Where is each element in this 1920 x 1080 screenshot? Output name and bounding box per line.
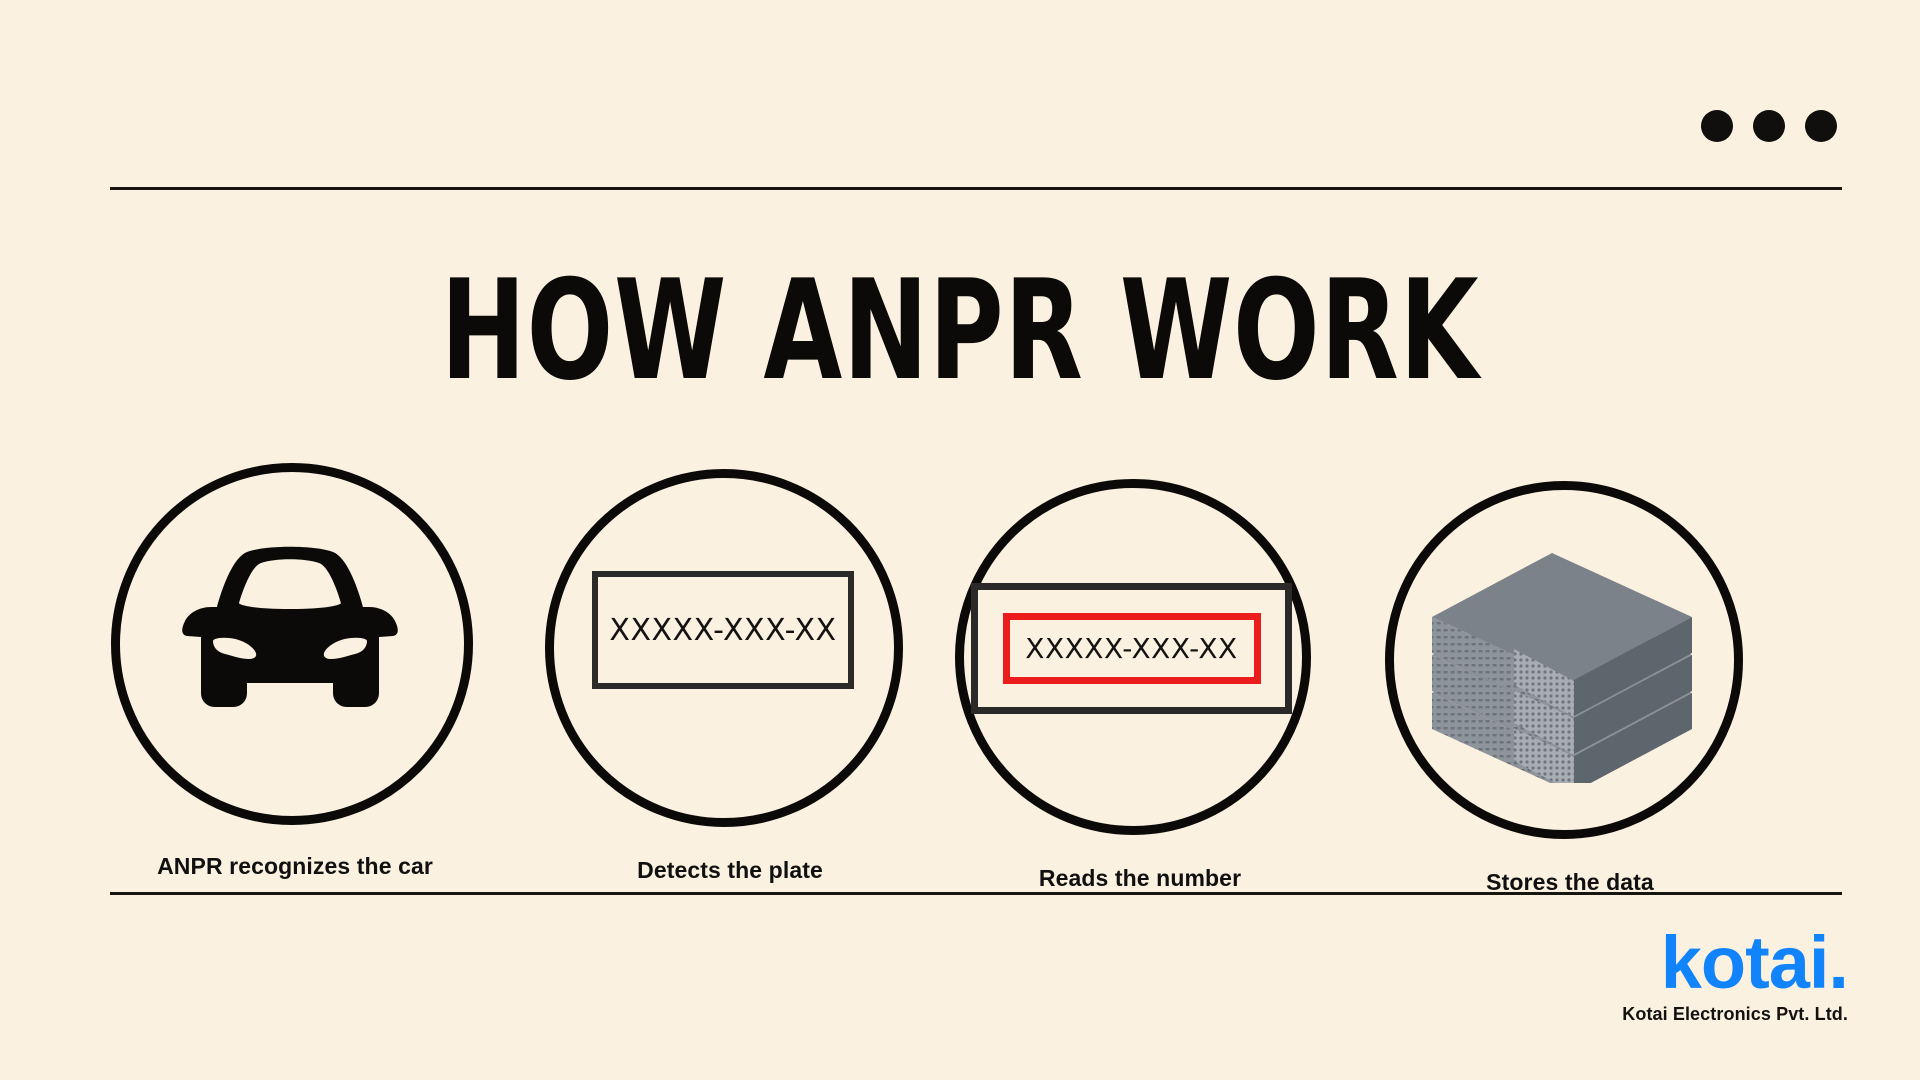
step-1-caption: ANPR recognizes the car: [157, 853, 433, 879]
step-3-plate-text: XXXXX-XXX-XX: [1025, 632, 1238, 665]
license-plate-highlighted-icon: XXXXX-XXX-XX: [971, 583, 1292, 714]
logo-company-name: Kotai Electronics Pvt. Ltd.: [1622, 1004, 1848, 1024]
step-3-caption: Reads the number: [1038, 865, 1242, 891]
step-1-circle: [111, 463, 473, 825]
dot-2: [1753, 110, 1785, 142]
logo-wordmark: kotai.: [1660, 920, 1849, 1004]
top-divider: [110, 187, 1842, 190]
brand-logo: kotai. Kotai Electronics Pvt. Ltd.: [1622, 920, 1849, 1025]
steps-row: ANPR recognizes the car XXXXX-XXX-XX Det…: [0, 455, 1920, 895]
plate-highlight-box: XXXXX-XXX-XX: [1002, 613, 1261, 684]
three-dots-icon: [1701, 110, 1837, 142]
page-title: HOW ANPR WORK: [440, 250, 1480, 411]
step-2-circle: [545, 469, 903, 827]
dot-1: [1701, 110, 1733, 142]
step-2-caption: Detects the plate: [637, 857, 823, 883]
step-4-caption: Stores the data: [1486, 869, 1654, 895]
step-4-circle: [1385, 481, 1743, 839]
dot-3: [1805, 110, 1837, 142]
license-plate-icon: XXXXX-XXX-XX: [592, 571, 854, 689]
step-2-plate-text: XXXXX-XXX-XX: [609, 612, 837, 648]
server-stack-icon: [1432, 553, 1692, 783]
step-3-circle: [955, 479, 1311, 835]
car-front-icon: [182, 546, 398, 707]
bottom-divider: [110, 892, 1842, 895]
